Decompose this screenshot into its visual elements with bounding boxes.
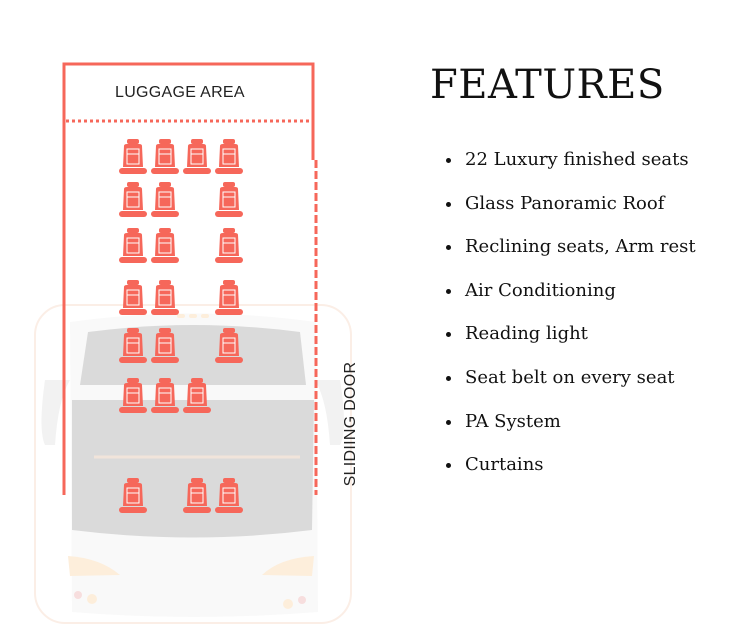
sliding-door-label: SLIDIING DOOR <box>342 361 359 487</box>
seat-icon <box>119 378 147 413</box>
luggage-area-label: LUGGAGE AREA <box>115 84 245 101</box>
seat-icon <box>151 182 179 217</box>
seat-icon <box>183 478 211 513</box>
feature-item: Air Conditioning <box>446 277 696 321</box>
seat-icon <box>119 478 147 513</box>
seat-icon <box>215 328 243 363</box>
bus-background <box>34 304 352 624</box>
seats <box>119 139 243 513</box>
feature-item: PA System <box>446 408 696 452</box>
seat-icon <box>215 478 243 513</box>
seat-icon <box>183 139 211 174</box>
feature-item: Reclining seats, Arm rest <box>446 233 696 277</box>
seat-icon <box>151 280 179 315</box>
seat-icon <box>119 139 147 174</box>
seat-icon <box>151 378 179 413</box>
features-title: FEATURES <box>430 62 665 108</box>
feature-item: Glass Panoramic Roof <box>446 190 696 234</box>
seat-icon <box>151 328 179 363</box>
features-list: 22 Luxury finished seats Glass Panoramic… <box>446 146 696 495</box>
feature-item: Reading light <box>446 320 696 364</box>
seat-icon <box>151 139 179 174</box>
seat-icon <box>215 139 243 174</box>
feature-item: 22 Luxury finished seats <box>446 146 696 190</box>
seat-icon <box>215 280 243 315</box>
seat-icon <box>119 228 147 263</box>
cabin-outline <box>62 62 318 495</box>
feature-item: Seat belt on every seat <box>446 364 696 408</box>
seat-icon <box>119 328 147 363</box>
feature-item: Curtains <box>446 451 696 495</box>
seat-icon <box>215 182 243 217</box>
seat-icon <box>215 228 243 263</box>
seat-icon <box>183 378 211 413</box>
seat-icon <box>119 182 147 217</box>
seat-icon <box>119 280 147 315</box>
seat-icon <box>151 228 179 263</box>
